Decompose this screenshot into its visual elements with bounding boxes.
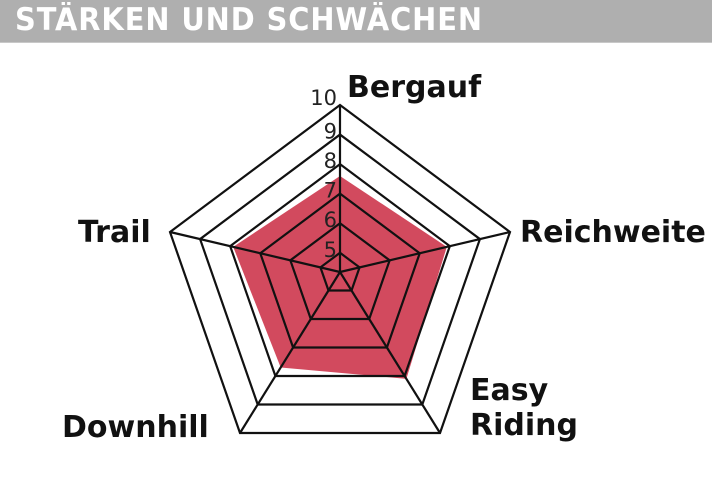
axis-spoke-2 xyxy=(339,271,441,434)
grid-ring-10 xyxy=(168,103,512,435)
axis-spoke-3 xyxy=(239,271,341,434)
tick-label: 8 xyxy=(324,149,337,173)
grid-ring-6 xyxy=(289,221,391,321)
tick-label: 9 xyxy=(324,120,337,144)
tick-label: 6 xyxy=(324,208,337,232)
tick-label: 10 xyxy=(310,86,337,110)
grid-ring-8 xyxy=(228,162,452,378)
tick-label: 7 xyxy=(324,179,337,203)
axis-label-easy-riding: Riding xyxy=(470,408,578,443)
grid-ring-7 xyxy=(258,192,422,349)
header-title: STÄRKEN UND SCHWÄCHEN xyxy=(15,2,483,38)
axis-label-reichweite: Reichweite xyxy=(520,215,706,250)
axis-label-bergauf: Bergauf xyxy=(347,70,482,105)
axis-spoke-1 xyxy=(339,230,511,274)
axis-label-easy-riding: Easy xyxy=(470,373,549,408)
grid-ring-5 xyxy=(319,251,361,292)
grid-ring-9 xyxy=(198,133,482,406)
tick-label: 5 xyxy=(324,238,337,262)
header-bar: STÄRKEN UND SCHWÄCHEN xyxy=(0,0,712,43)
axis-label-trail: Trail xyxy=(78,215,151,250)
axis-spoke-4 xyxy=(169,230,341,274)
axis-label-downhill: Downhill xyxy=(62,410,209,445)
